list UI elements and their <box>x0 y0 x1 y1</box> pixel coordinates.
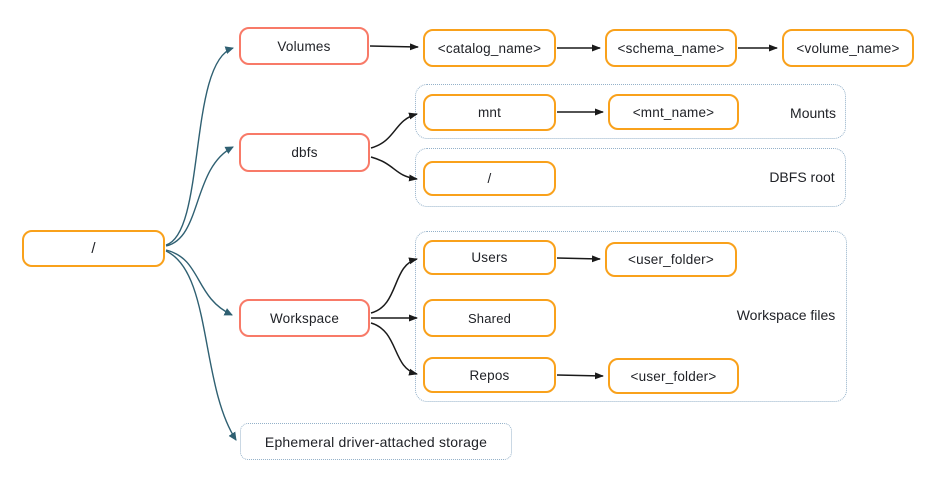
edge-root-to-ephemeral <box>165 250 237 441</box>
node-mnt: mnt <box>423 94 556 131</box>
edge-volumes-to-catalog <box>369 43 419 51</box>
node-volumes: Volumes <box>239 27 369 65</box>
group-label-workspace-files: Workspace files <box>736 307 836 323</box>
edge-root-to-workspace <box>165 249 233 316</box>
node-mnt-name: <mnt_name> <box>608 94 739 130</box>
node-user-folder-top: <user_folder> <box>605 242 737 277</box>
node-volume-name: <volume_name> <box>782 29 914 67</box>
node-user-folder-bottom: <user_folder> <box>608 358 739 394</box>
node-workspace: Workspace <box>239 299 370 337</box>
node-schema-name: <schema_name> <box>605 29 737 67</box>
node-dbfs-root-slash: / <box>423 161 556 196</box>
node-root-slash: / <box>22 230 165 267</box>
group-label-dbfs-root: DBFS root <box>769 169 835 185</box>
edge-dbfs-to-dbfs-root <box>370 156 418 182</box>
edge-repos-to-user-folder <box>556 372 604 380</box>
node-catalog-name: <catalog_name> <box>423 29 556 67</box>
edge-dbfs-to-mnt <box>370 112 418 149</box>
edge-users-to-user-folder <box>556 255 601 263</box>
node-repos: Repos <box>423 357 556 393</box>
edge-workspace-to-repos <box>370 322 418 376</box>
node-dbfs: dbfs <box>239 133 370 172</box>
edge-root-to-volumes <box>165 46 234 246</box>
node-users: Users <box>423 240 556 275</box>
group-mounts-container <box>415 84 846 139</box>
group-label-mounts: Mounts <box>790 105 836 121</box>
node-shared: Shared <box>423 299 556 337</box>
edge-root-to-dbfs <box>165 146 234 247</box>
edge-workspace-to-users <box>370 257 418 314</box>
node-ephemeral-storage: Ephemeral driver-attached storage <box>240 423 512 460</box>
